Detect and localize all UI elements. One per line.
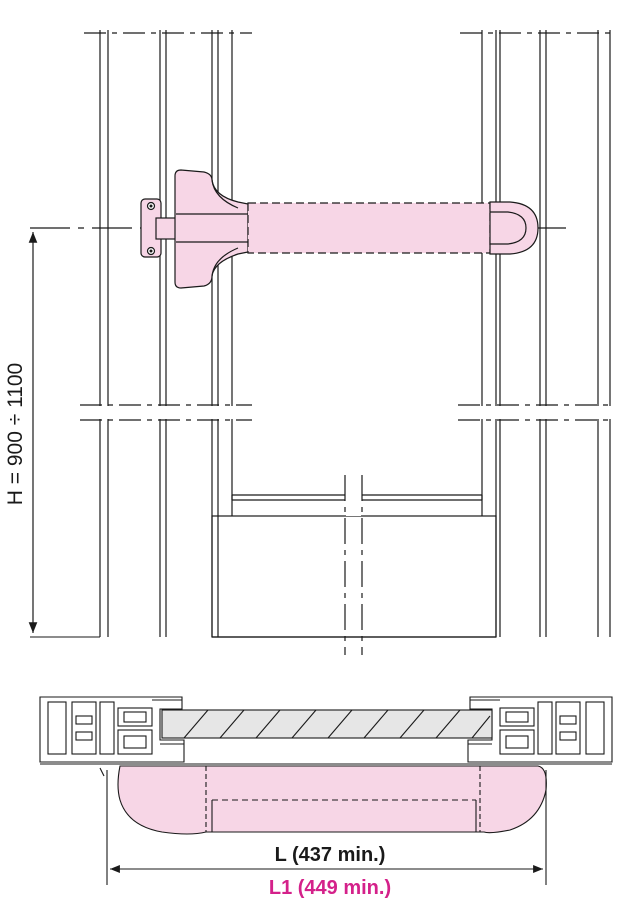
left-frame-profile [39, 696, 185, 763]
right-frame-profile [467, 696, 613, 763]
height-dimension-label: H = 900 ÷ 1100 [4, 363, 27, 506]
section-view [39, 696, 613, 765]
push-handle-section [99, 765, 547, 835]
bottom-panel [211, 494, 497, 638]
handle-bracket [174, 169, 249, 289]
centre-axis [344, 475, 363, 655]
right-frame-lines [481, 30, 611, 637]
elevation-view [28, 30, 614, 655]
handle-end-cap [489, 201, 539, 255]
middle-break-lines [80, 404, 612, 421]
left-frame-lines [99, 30, 233, 637]
length1-dimension-label: L1 (449 min.) [269, 877, 391, 899]
length-dimension-label: L (437 min.) [275, 844, 386, 866]
push-handle-elevation [140, 169, 539, 289]
glass-pane [161, 709, 493, 739]
handle-bar [247, 202, 491, 254]
width-dimension [106, 770, 547, 885]
